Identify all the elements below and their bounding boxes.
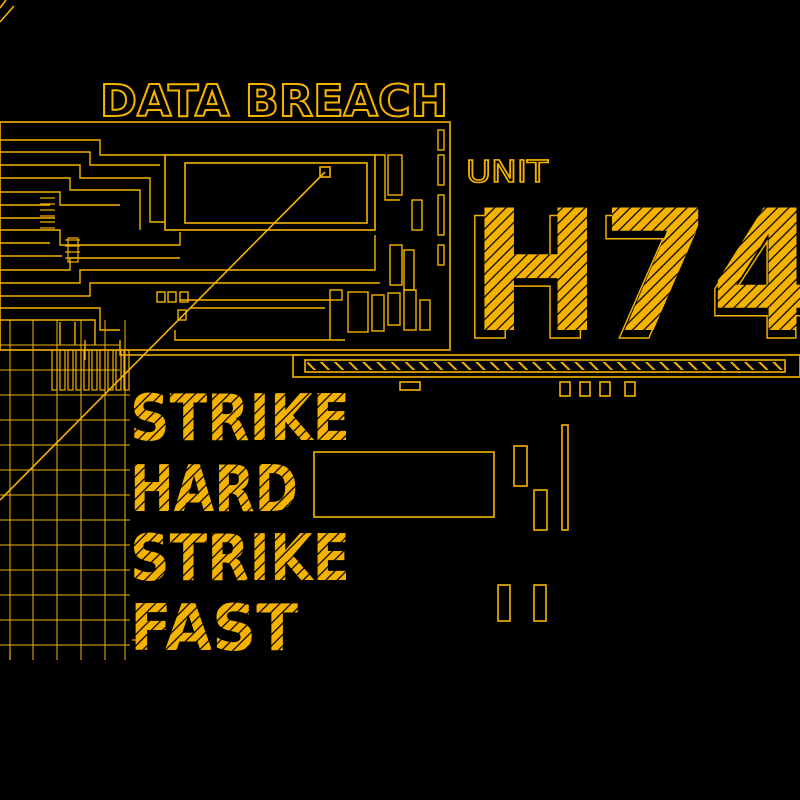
- unit-code: H74: [470, 174, 800, 370]
- comb-bars: [51, 349, 130, 391]
- rail-marker: [399, 381, 421, 391]
- progress-fill: [307, 362, 783, 370]
- rail-marker: [579, 381, 591, 397]
- right-indicators: [497, 424, 569, 622]
- rail-marker: [624, 381, 636, 397]
- corner-mark: [0, 5, 15, 23]
- screen-frame-outer: [164, 154, 376, 231]
- slogan-line-4: FAST: [130, 592, 298, 666]
- tick-stack: [40, 197, 80, 263]
- screen-frame-inner: [184, 162, 368, 224]
- circuit-traces: [0, 139, 400, 360]
- corner-mark: [0, 0, 7, 9]
- hard-box: [313, 451, 495, 518]
- main-panel: [0, 121, 451, 351]
- slogan-line-3: STRIKE: [130, 522, 350, 596]
- panel-components: [156, 129, 445, 333]
- slogan-line-1: STRIKE: [130, 382, 350, 456]
- slogan-line-2: HARD: [130, 453, 298, 527]
- unit-label: UNIT: [466, 155, 549, 190]
- unit-code-outline: H74: [460, 182, 800, 378]
- diagonal-line: [0, 171, 326, 501]
- rail-marker: [559, 381, 571, 397]
- page-title: DATA BREACH: [100, 76, 448, 127]
- rail-marker: [599, 381, 611, 397]
- progress-track: [304, 359, 786, 373]
- diagonal-node: [319, 166, 331, 178]
- progress-rail: [292, 354, 800, 378]
